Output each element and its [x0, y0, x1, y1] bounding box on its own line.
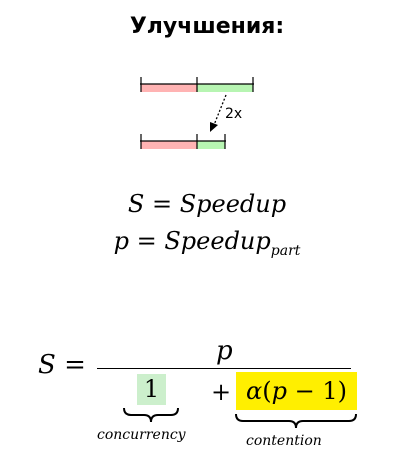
- concurrency-label: concurrency: [97, 427, 186, 443]
- formula-plus: +: [211, 378, 232, 406]
- contention-label: contention: [246, 433, 322, 449]
- eq2-speedup: Speedup: [164, 227, 271, 255]
- concurrency-term: 1: [137, 374, 166, 405]
- alpha-symbol: α: [246, 377, 263, 405]
- minus-one: − 1: [286, 377, 338, 405]
- top-bar-green-segment: [197, 84, 253, 92]
- bottom-bar-red-segment: [141, 141, 197, 149]
- formula-numerator: p: [216, 336, 233, 366]
- bottom-bar-green-segment: [197, 141, 225, 149]
- formula-lhs: S =: [38, 350, 86, 380]
- formula-s: S: [38, 350, 56, 380]
- eq1-speedup: Speedup: [179, 190, 287, 218]
- eq1-s: S: [127, 190, 145, 218]
- contention-brace: [235, 413, 357, 429]
- equation-s-speedup: S = Speedup: [0, 190, 414, 218]
- concurrency-brace: [123, 407, 179, 423]
- eq2-part-subscript: part: [270, 243, 301, 259]
- speedup-arrow-head: [210, 122, 218, 132]
- top-bar-red-segment: [141, 84, 197, 92]
- paren-p: p: [271, 377, 287, 405]
- eq1-equals: =: [151, 190, 173, 218]
- speedup-factor-label: 2x: [225, 106, 243, 122]
- contention-term: α(p − 1): [236, 372, 357, 410]
- paren-close: ): [337, 377, 347, 405]
- equation-p-speedup-part: p = Speeduppart: [0, 227, 414, 259]
- paren-open: (: [262, 377, 272, 405]
- formula-equals: =: [64, 350, 86, 380]
- speedup-arrow-shaft: [213, 94, 227, 126]
- speedup-diagram: [140, 77, 254, 149]
- slide-title: Улучшения:: [129, 14, 285, 39]
- eq2-p: p: [113, 227, 129, 255]
- eq2-equals: =: [136, 227, 157, 255]
- fraction-line: [97, 368, 351, 369]
